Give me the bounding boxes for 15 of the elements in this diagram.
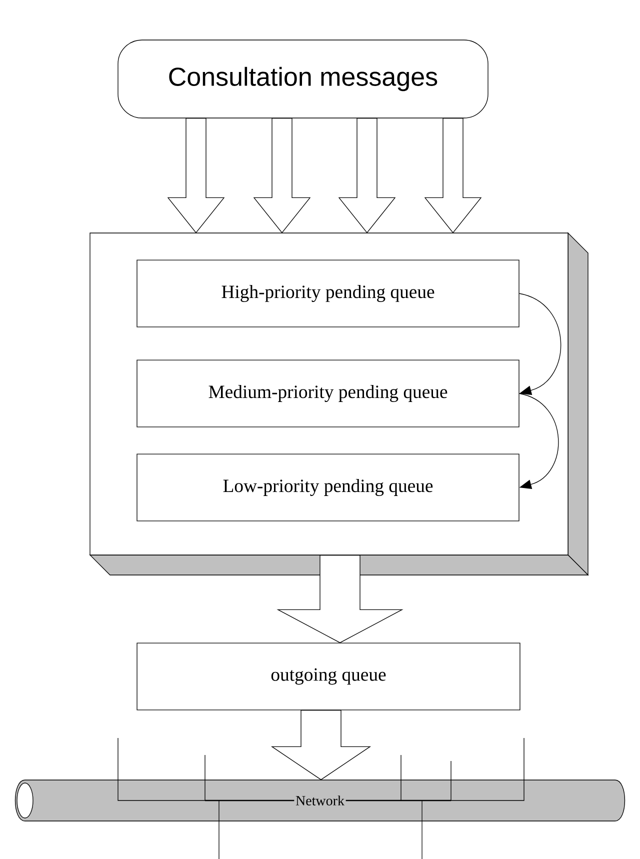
block-arrow — [270, 710, 372, 780]
queue-box: Low-priority pending queue — [136, 454, 520, 522]
message-box: Consultation messages — [118, 40, 488, 118]
curved-arrow — [519, 393, 559, 489]
queue-box: High-priority pending queue — [136, 260, 520, 328]
block-arrow — [424, 118, 482, 234]
block-arrow — [338, 118, 396, 234]
block-arrow — [253, 118, 311, 234]
queue-box: outgoing queue — [136, 642, 520, 710]
network-label: Network — [294, 794, 346, 807]
curved-arrow — [519, 293, 562, 395]
block-arrow — [276, 555, 404, 644]
network-pipe — [14, 780, 626, 822]
queue-box: Medium-priority pending queue — [136, 360, 520, 428]
block-arrow — [167, 118, 225, 234]
